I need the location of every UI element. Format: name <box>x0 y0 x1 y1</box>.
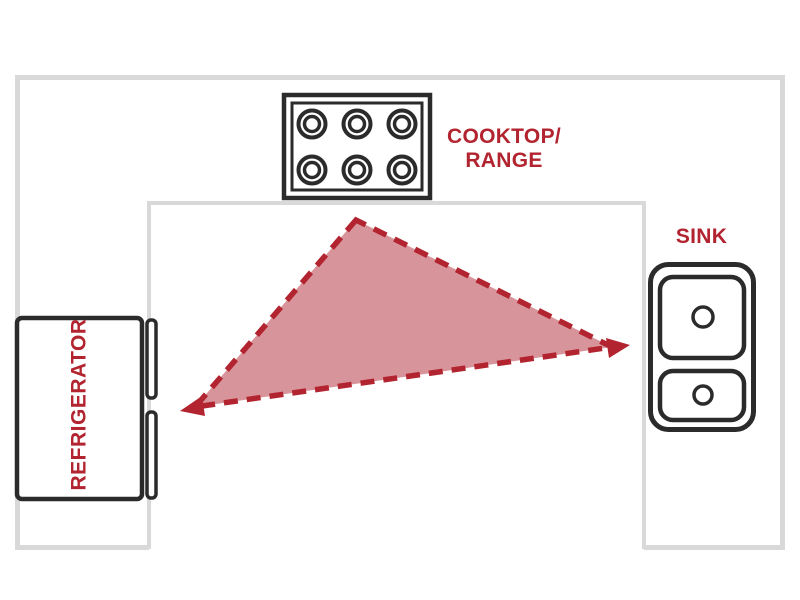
refrigerator-door-top <box>145 318 158 400</box>
burner <box>302 160 322 180</box>
burner <box>302 114 322 134</box>
work-triangle <box>180 216 630 416</box>
outer-wall <box>15 75 785 550</box>
burner <box>347 160 367 180</box>
cooktop-label: COOKTOP/ RANGE <box>442 125 566 173</box>
refrigerator-body <box>14 315 145 502</box>
cooktop <box>281 92 433 201</box>
refrigerator <box>14 315 158 502</box>
cooktop-label-line2: RANGE <box>465 149 543 172</box>
burner <box>392 114 412 134</box>
burner <box>392 160 412 180</box>
sink-drain-bottom <box>692 384 714 406</box>
arrowhead-left <box>180 396 205 416</box>
refrigerator-label: REFRIGERATOR <box>67 318 91 491</box>
cooktop-label-line1: COOKTOP/ <box>446 125 562 148</box>
sink-label: SINK <box>675 225 728 248</box>
burner <box>347 114 367 134</box>
triangle-dashed-outline <box>188 216 622 411</box>
arrowhead-right <box>606 338 630 358</box>
sink-drain-top <box>691 305 715 329</box>
refrigerator-door-bottom <box>145 410 158 500</box>
sink <box>648 262 756 432</box>
